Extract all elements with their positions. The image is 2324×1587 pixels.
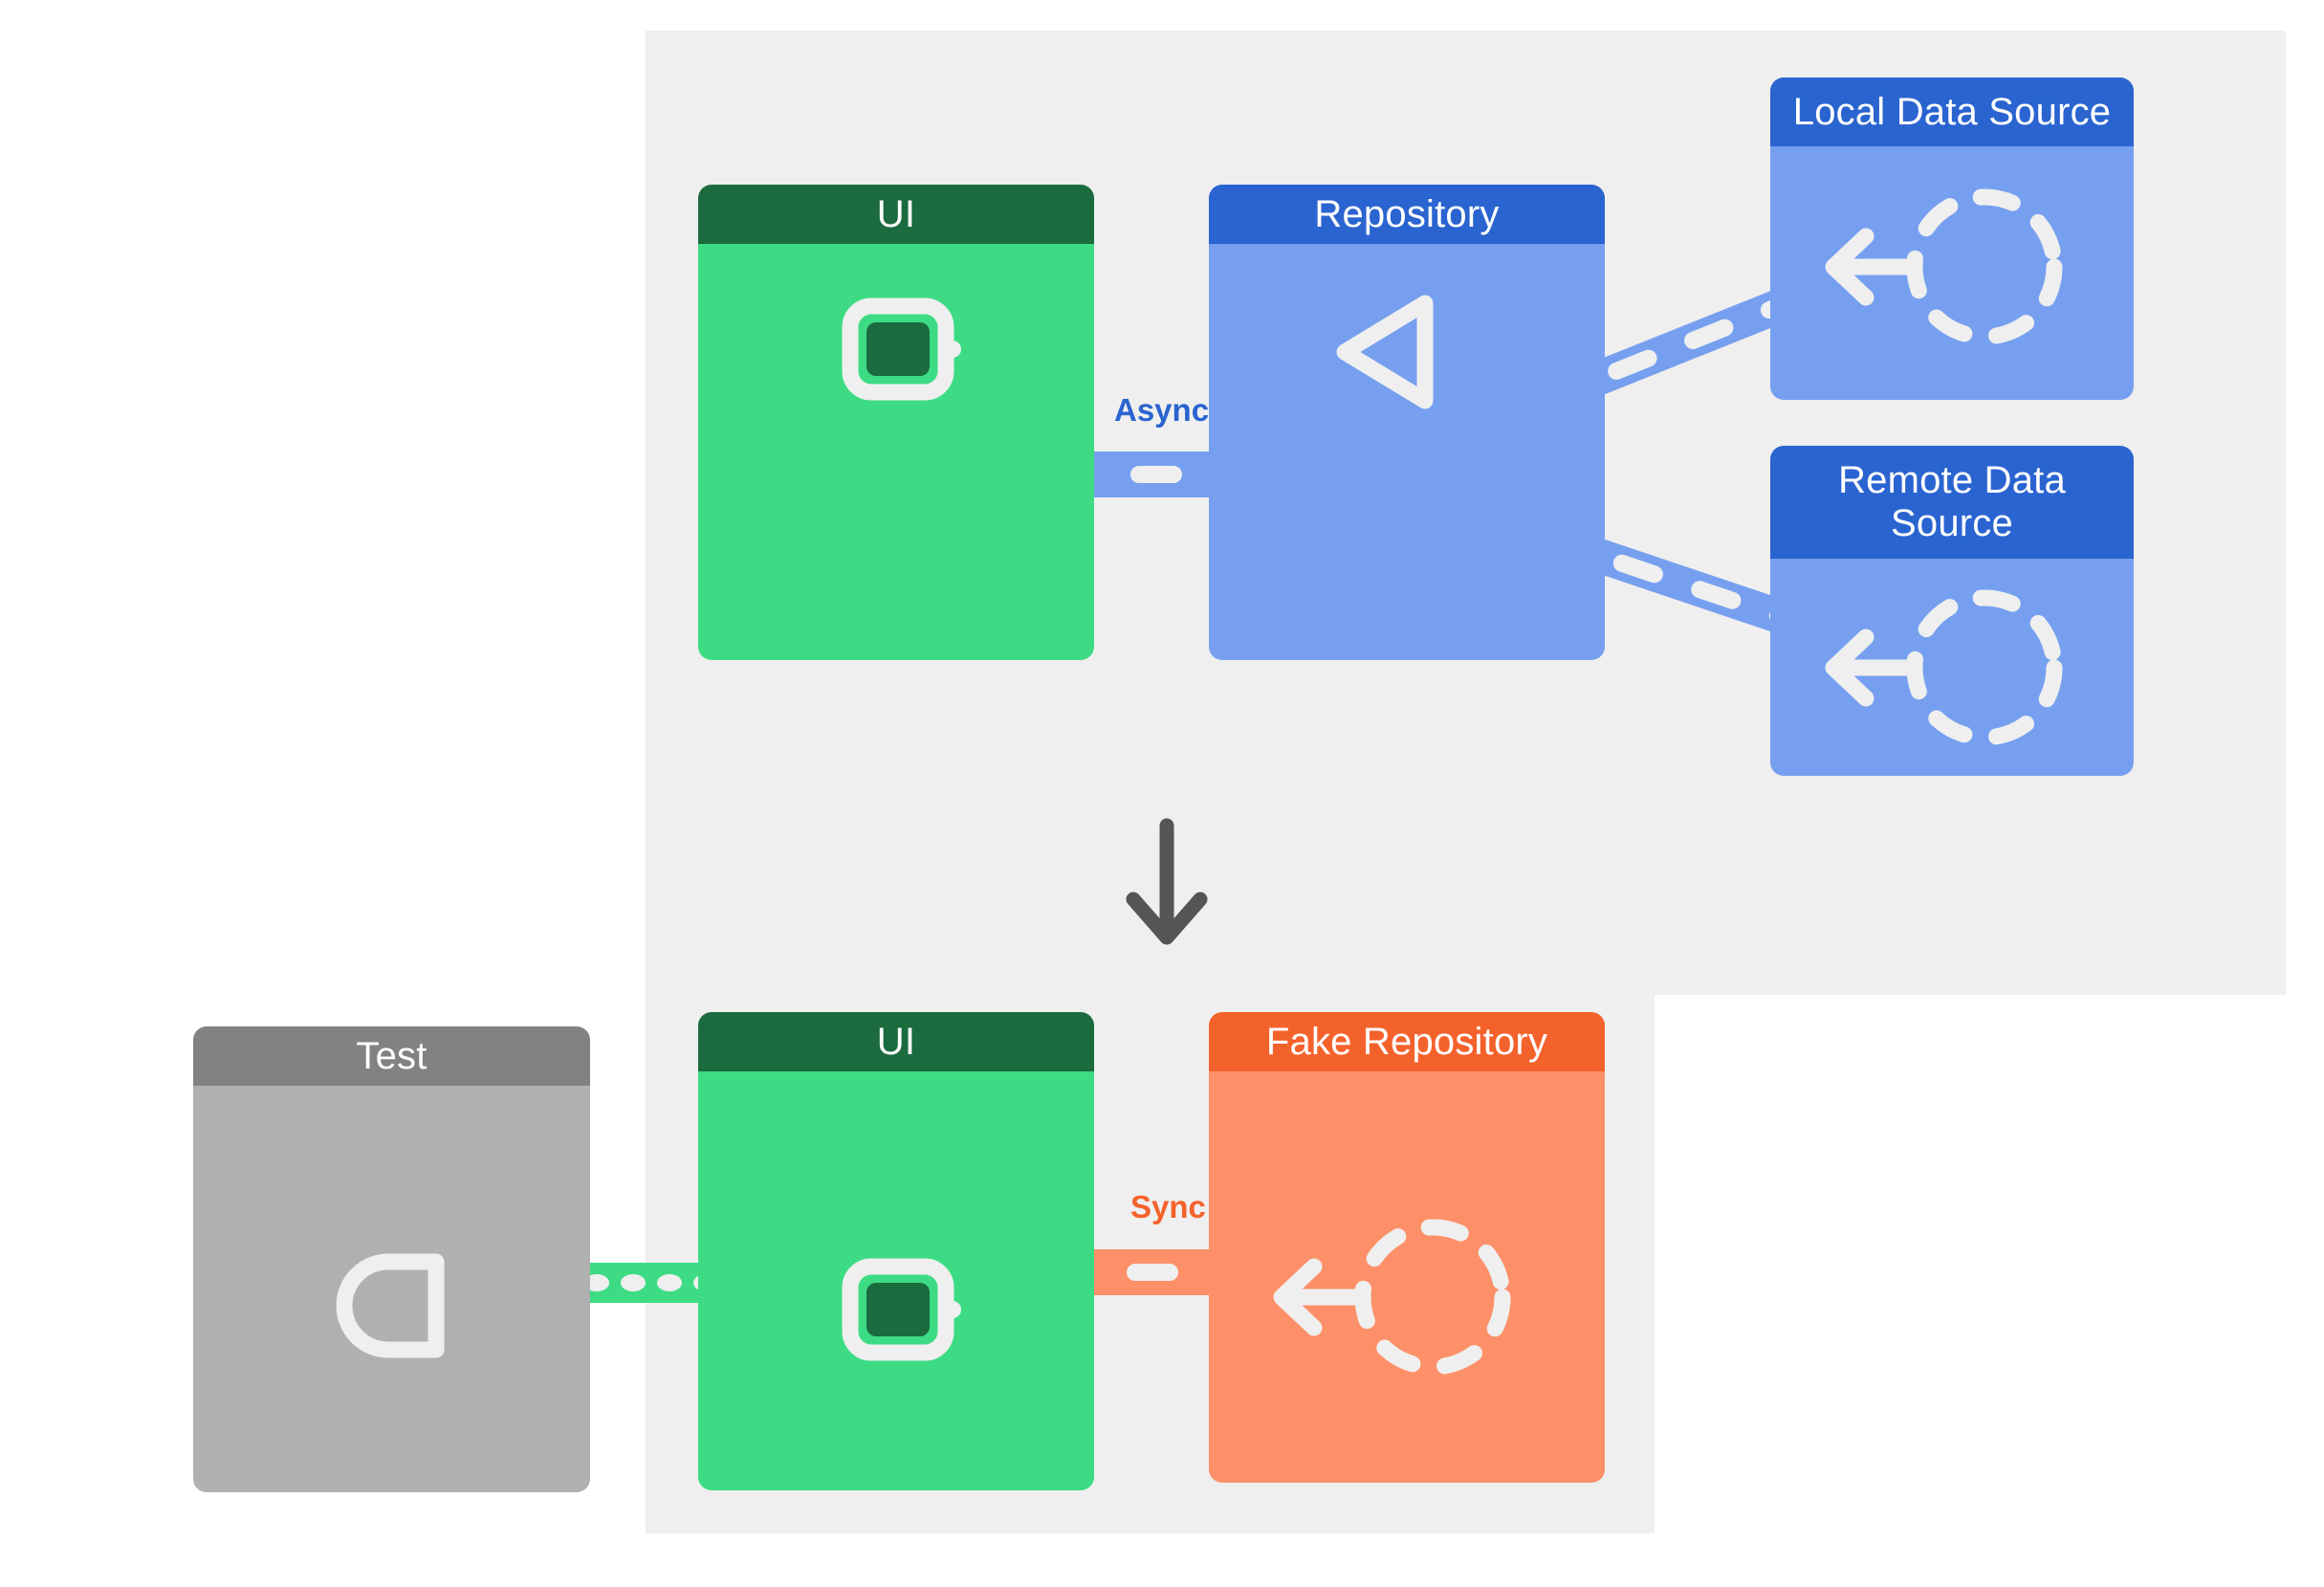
dashed-circle-with-left-arrow-icon [1812, 181, 2099, 353]
card-body [1209, 244, 1605, 660]
card-title: Test [193, 1026, 590, 1086]
card-remote-data-source[interactable]: Remote Data Source [1770, 446, 2134, 776]
connector-label-async: Async [1114, 392, 1210, 428]
card-body [698, 244, 1094, 660]
fan-in-triangle-icon [1333, 290, 1448, 414]
card-body [193, 1086, 590, 1492]
card-body [1209, 1071, 1605, 1483]
card-title: UI [698, 185, 1094, 244]
card-body [698, 1071, 1094, 1490]
connector-label-sync: Sync [1130, 1189, 1206, 1224]
card-fake-repository[interactable]: Fake Repository [1209, 1012, 1605, 1483]
card-title: Remote Data Source [1770, 446, 2134, 559]
card-ui-production[interactable]: UI [698, 185, 1094, 660]
card-ui-test[interactable]: UI [698, 1012, 1094, 1490]
card-title: UI [698, 1012, 1094, 1071]
card-repository[interactable]: Repository [1209, 185, 1605, 660]
down-arrow-icon [1124, 818, 1210, 947]
card-body [1770, 146, 2134, 400]
card-title: Repository [1209, 185, 1605, 244]
dashed-circle-with-left-arrow-icon [1812, 582, 2099, 754]
card-body [1770, 559, 2134, 776]
plug-connector-icon [842, 297, 961, 402]
plug-connector-icon [842, 1257, 961, 1362]
card-local-data-source[interactable]: Local Data Source [1770, 77, 2134, 400]
dashed-circle-with-left-arrow-icon [1261, 1211, 1547, 1383]
card-title: Fake Repository [1209, 1012, 1605, 1071]
card-title: Local Data Source [1770, 77, 2134, 146]
card-test[interactable]: Test [193, 1026, 590, 1492]
socket-d-shape-icon [336, 1248, 469, 1363]
